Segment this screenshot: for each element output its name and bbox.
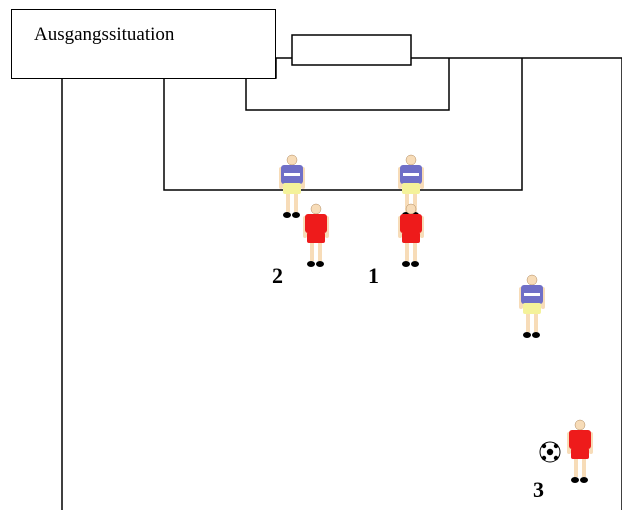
goal (291, 34, 412, 66)
player-attacker-2 (303, 203, 329, 267)
goal-area (245, 58, 450, 111)
title-box: Ausgangssituation (11, 9, 276, 79)
player-label-1: 1 (368, 263, 379, 288)
soccer-ball-icon (539, 441, 561, 463)
pitch-boundary (61, 57, 622, 510)
player-attacker-1 (398, 203, 424, 267)
player-defender-right (519, 274, 545, 338)
player-attacker-3 (567, 419, 593, 483)
player-defender-center (398, 154, 424, 218)
player-defender-left (279, 154, 305, 218)
player-label-2: 2 (272, 263, 283, 288)
diagram-title: Ausgangssituation (34, 24, 175, 45)
player-label-3: 3 (533, 477, 544, 502)
penalty-area (163, 58, 523, 191)
